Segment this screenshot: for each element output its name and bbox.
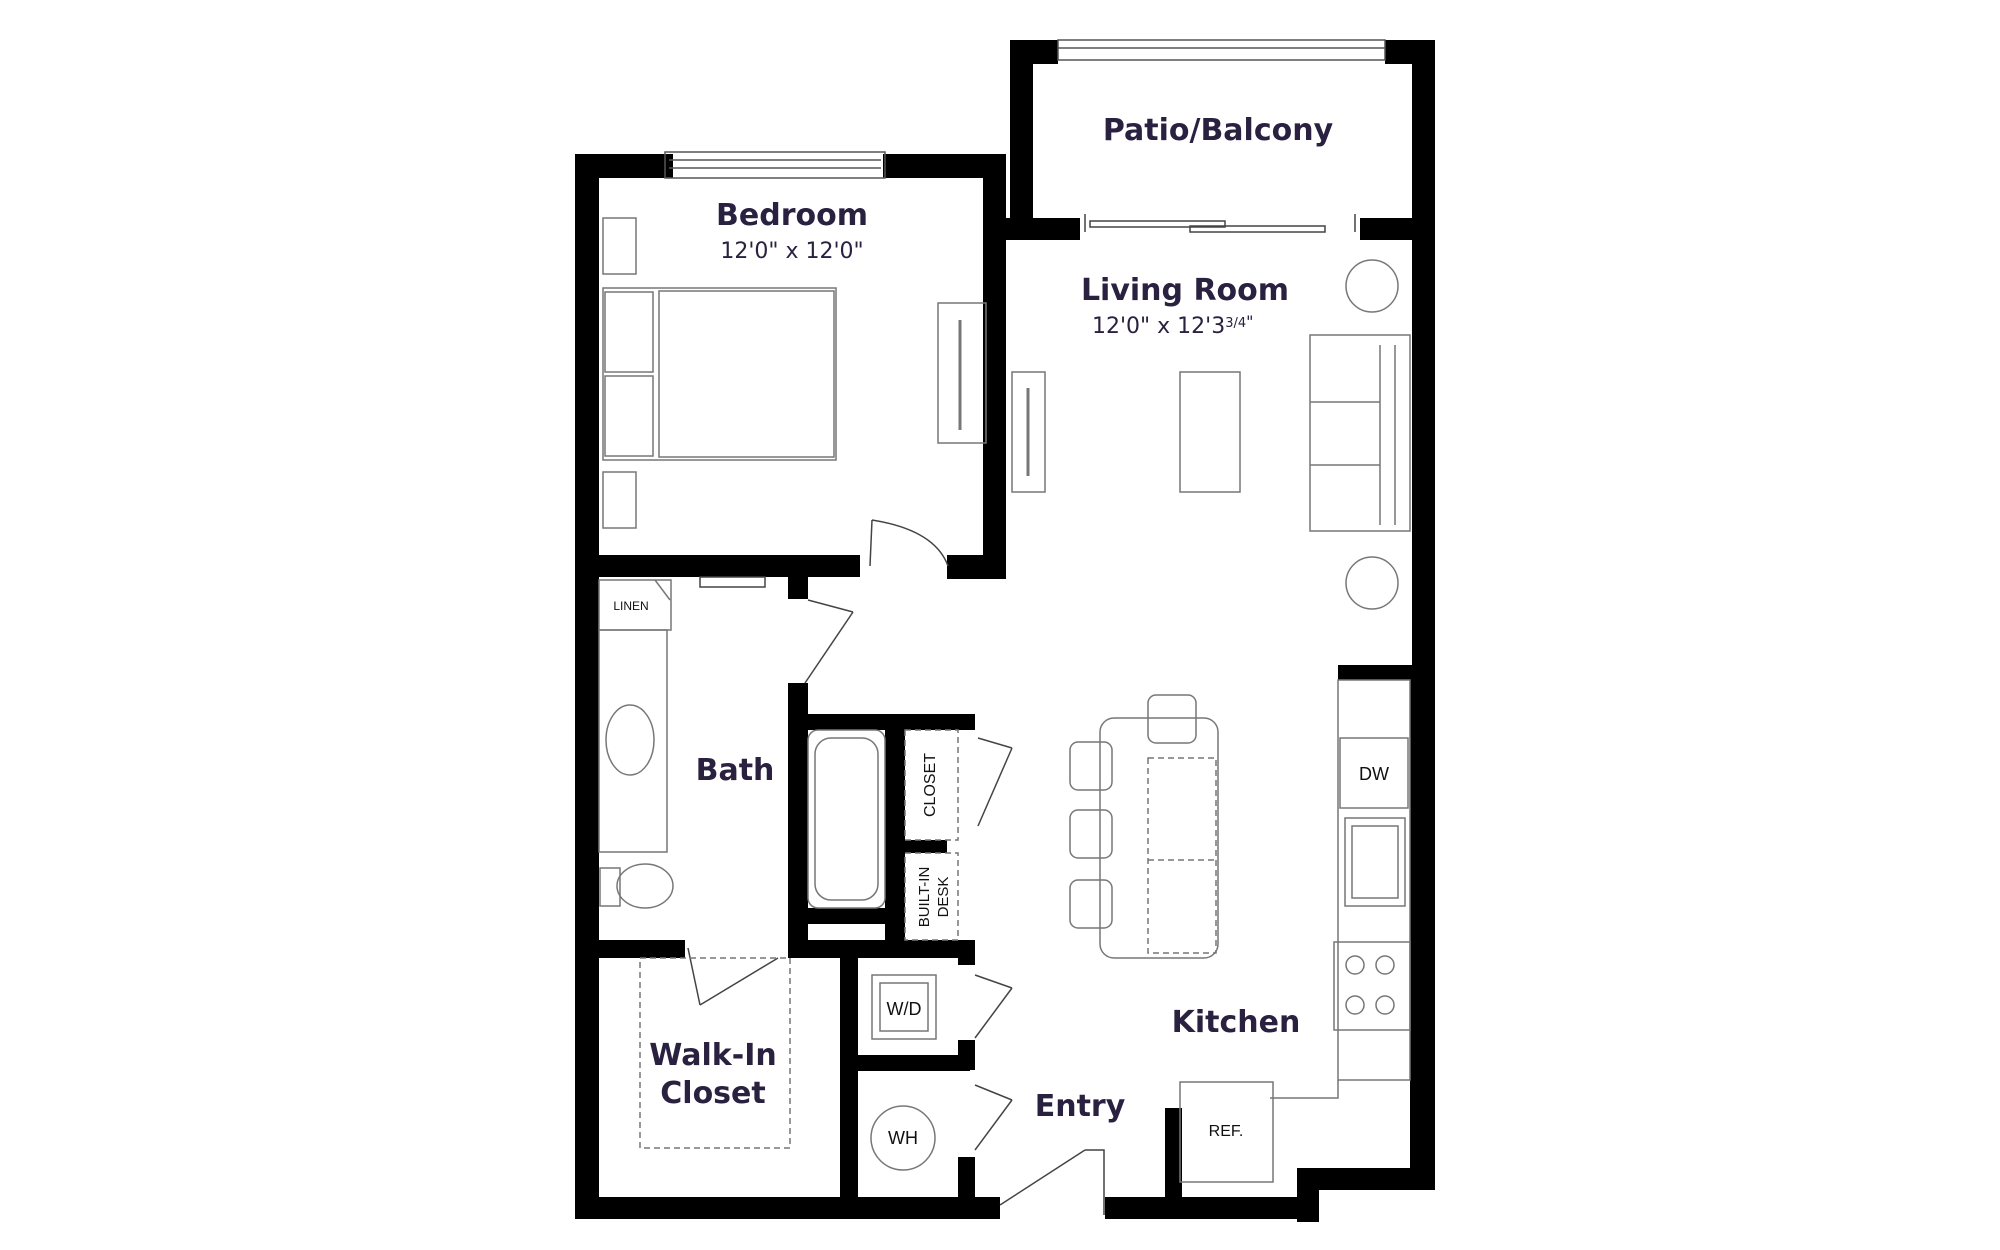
dishwasher-label: DW — [1359, 764, 1389, 784]
coffee-table — [1179, 371, 1241, 493]
refrigerator-label: REF. — [1209, 1123, 1244, 1140]
bed — [602, 287, 837, 461]
water-heater — [870, 1105, 936, 1171]
washer-dryer-label: W/D — [887, 999, 922, 1019]
walk-in-closet-label-1: Walk-In — [649, 1038, 776, 1073]
island — [1099, 717, 1219, 959]
washer-dryer — [871, 974, 937, 1040]
nightstand — [602, 217, 637, 275]
vanity — [598, 629, 668, 853]
nightstand — [602, 471, 637, 529]
tv-console — [1011, 371, 1046, 493]
tub — [807, 729, 886, 909]
sink — [1344, 817, 1406, 907]
windows — [664, 39, 1386, 179]
toilet — [616, 863, 674, 909]
dishwasher — [1339, 737, 1409, 809]
living-room-label: Living Room — [1081, 273, 1289, 308]
stool — [1069, 879, 1113, 929]
refrigerator — [1179, 1081, 1274, 1183]
patio-label: Patio/Balcony — [1103, 113, 1334, 148]
living-room-dims: 12'0" x 12'33/4" — [1092, 312, 1253, 339]
sofa — [1309, 334, 1411, 532]
living-dims-main: 12'0" x 12'3 — [1092, 314, 1225, 339]
sink — [605, 704, 655, 776]
bedroom-label: Bedroom — [716, 198, 868, 233]
counter — [1337, 679, 1411, 1081]
walls — [575, 40, 1435, 1222]
doors — [687, 214, 1356, 1215]
kitchen-label: Kitchen — [1172, 1005, 1301, 1040]
stool — [1069, 741, 1113, 791]
walk-in-closet-label-2: Closet — [660, 1076, 765, 1111]
living-dims-fraction: 3/4 — [1225, 316, 1246, 331]
living-dims-suffix: " — [1246, 312, 1253, 331]
closet-label: CLOSET — [922, 753, 939, 817]
stool — [1147, 694, 1197, 744]
side-table — [1345, 259, 1399, 313]
built-in-desk-label-2: DESK — [935, 877, 952, 918]
side-table — [1345, 556, 1399, 610]
linen-label: LINEN — [613, 599, 648, 613]
dresser — [937, 302, 987, 444]
bedroom-dims: 12'0" x 12'0" — [720, 239, 863, 264]
range — [1333, 941, 1411, 1031]
water-heater-label: WH — [888, 1128, 918, 1148]
entry-label: Entry — [1035, 1089, 1126, 1124]
stool — [1069, 809, 1113, 859]
fixtures — [598, 217, 1411, 1183]
bath-label: Bath — [696, 753, 775, 788]
built-in-desk-label-1: BUILT-IN — [916, 867, 933, 928]
